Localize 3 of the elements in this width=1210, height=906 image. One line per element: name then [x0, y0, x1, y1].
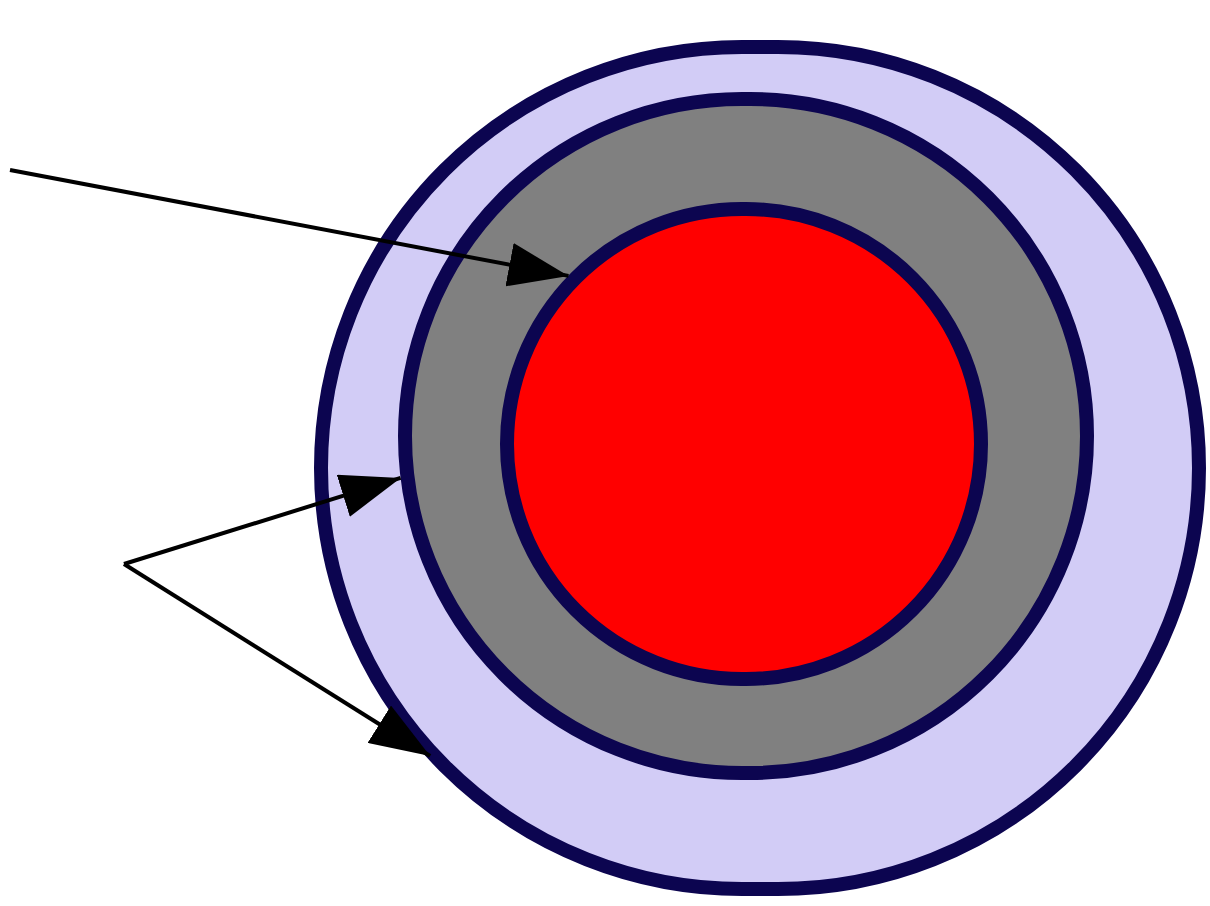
- arrow: [122, 562, 432, 758]
- arrow: [123, 474, 402, 566]
- arrow: [9, 168, 569, 287]
